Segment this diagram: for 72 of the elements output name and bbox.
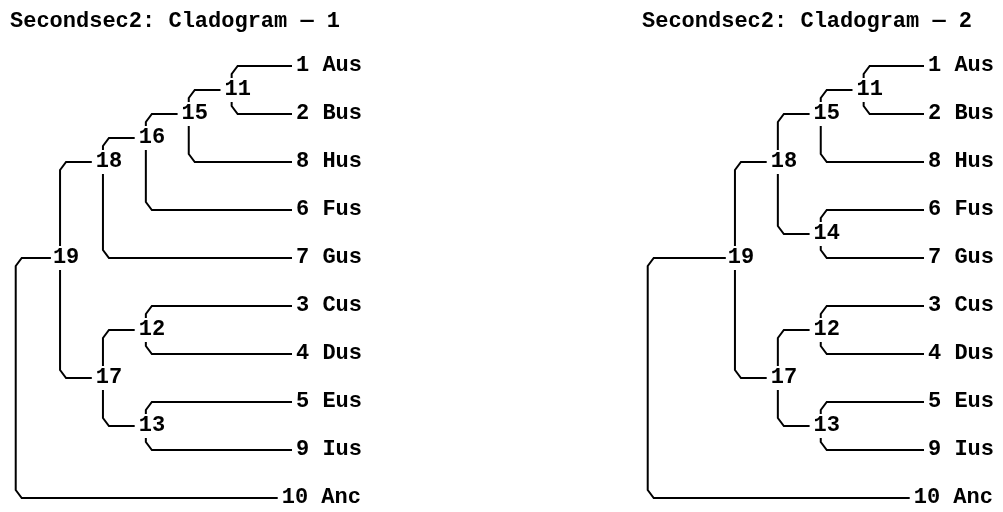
taxon-label: 11 [856,78,883,102]
cladogram-heading: Secondsec2: Cladogram — 1 [10,10,341,34]
branch-line [101,329,136,367]
branch-line [59,269,93,379]
taxon-label: 10 Anc [281,486,361,510]
taxon-label: 6 Fus [296,198,362,222]
taxon-label: 16 [138,126,166,150]
branch-line [776,173,811,235]
branch-line [819,437,925,451]
taxon-label: 14 [813,222,840,246]
taxon-label: 6 Fus [928,198,994,222]
branch-line [819,341,925,355]
branch-line [101,173,293,259]
branch-line [230,65,293,79]
taxon-label: 19 [727,246,755,270]
branch-line [819,401,925,415]
taxon-label: 1 Aus [296,54,362,78]
branch-line [819,245,925,259]
taxon-label: 17 [770,366,798,390]
taxon-label: 4 Dus [296,342,362,366]
branch-line [14,257,279,499]
branch-line [862,101,925,115]
branch-line [646,257,911,499]
branch-line [144,305,293,319]
cladogram-heading: Secondsec2: Cladogram — 2 [642,10,973,34]
taxon-label: 8 Hus [296,150,362,174]
branch-line [101,137,136,151]
taxon-label: 17 [95,366,123,390]
taxon-label: 1 Aus [928,54,994,78]
branch-line [144,437,293,451]
branch-line [862,65,925,79]
taxon-label: 3 Cus [296,294,362,318]
branch-line [187,125,293,163]
branch-line [819,305,925,319]
taxon-label: 8 Hus [928,150,994,174]
branch-line [144,113,179,127]
taxon-label: 9 Ius [296,438,362,462]
taxon-label: 13 [813,414,840,438]
taxon-label: 11 [224,78,251,102]
branch-line [101,389,136,427]
taxon-label: 18 [770,150,798,174]
branch-line [776,389,811,427]
taxon-label: 12 [138,318,166,342]
taxon-label: 7 Gus [296,246,362,270]
taxon-label: 10 Anc [913,486,993,510]
taxon-label: 2 Bus [296,102,362,126]
branch-line [144,341,293,355]
branch-line [144,401,293,415]
taxon-label: 13 [138,414,166,438]
branch-line [59,161,93,247]
branch-line [230,101,293,115]
taxon-label: 5 Eus [928,390,994,414]
branch-line [733,269,768,379]
taxon-label: 18 [95,150,123,174]
taxon-label: 19 [52,246,80,270]
taxon-label: 4 Dus [928,342,994,366]
taxon-label: 7 Gus [928,246,994,270]
branch-line [776,113,811,151]
branch-line [776,329,811,367]
taxon-label: 15 [181,102,208,126]
branch-line [144,149,293,211]
taxon-label: 15 [813,102,840,126]
branch-line [819,89,854,103]
branch-line [819,209,925,223]
taxon-label: 12 [813,318,840,342]
taxon-label: 9 Ius [928,438,994,462]
branch-line [819,125,925,163]
taxon-label: 3 Cus [928,294,994,318]
branch-line [733,161,768,247]
taxon-label: 5 Eus [296,390,362,414]
taxon-label: 2 Bus [928,102,994,126]
branch-line [187,89,222,103]
